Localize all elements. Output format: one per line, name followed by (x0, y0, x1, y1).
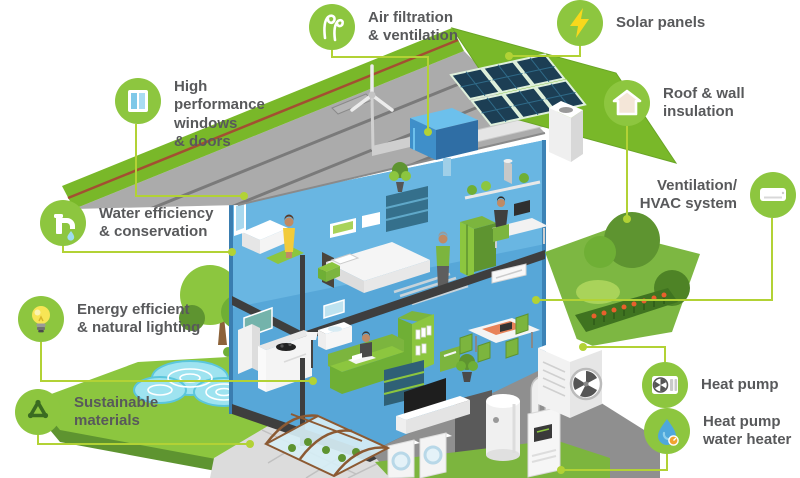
bathroom (242, 214, 304, 264)
staircase-upper (385, 186, 429, 232)
callout-label: Air filtration & ventilation (368, 8, 459, 44)
faucet-icon (40, 200, 86, 246)
garden-right (545, 212, 700, 348)
callout-label: Heat pump water heater (703, 412, 792, 448)
house (229, 140, 548, 462)
leader-windows-doors (135, 124, 242, 197)
callout-label: Roof & wall insulation (663, 84, 745, 120)
light-bulb-icon (18, 296, 64, 342)
person-bathroom (283, 214, 295, 258)
person-bedroom (436, 231, 450, 288)
callout-heat-pump: Heat pump (642, 362, 779, 408)
callout-air-filtration: Air filtration & ventilation (309, 4, 458, 50)
kitchen (238, 306, 312, 392)
water-heater-tank (486, 394, 520, 461)
house-outline-icon (604, 80, 650, 126)
callout-label: Solar panels (616, 13, 706, 31)
person-office (493, 196, 509, 242)
flower-row (591, 292, 667, 325)
television (396, 378, 470, 434)
leader-water-efficiency (62, 245, 230, 253)
recycle-icon (15, 389, 61, 435)
bedroom (318, 216, 496, 306)
sink-vanity (318, 298, 352, 350)
callout-label: Sustainable materials (74, 393, 159, 429)
ac-unit-icon (750, 172, 796, 218)
plant (456, 354, 478, 382)
living-room (306, 311, 460, 394)
callout-water-efficiency: Water efficiency & conservation (40, 200, 214, 246)
callout-roof-insulation: Roof & wall insulation (604, 80, 745, 126)
vent-pipe (504, 160, 512, 184)
air-swirl-icon (309, 4, 355, 50)
washer-dryer (387, 432, 452, 478)
leader-lines (37, 45, 773, 471)
chimney (549, 101, 583, 162)
dining-room (456, 263, 540, 382)
leader-dots (228, 52, 631, 474)
leader-water-heater (563, 454, 668, 471)
leader-hvac (538, 218, 773, 301)
callout-label: Ventilation/ HVAC system (639, 176, 737, 212)
callout-label: High performance windows & doors (174, 78, 265, 150)
home-office (464, 173, 548, 248)
leader-solar-panels (511, 45, 581, 57)
leader-air-filtration (331, 50, 429, 130)
person-sofa (352, 331, 372, 361)
tree (604, 212, 660, 268)
callout-label: Water efficiency & conservation (99, 204, 214, 240)
lightning-icon (557, 0, 603, 46)
greenhouse (263, 413, 391, 478)
callout-energy-efficient: Energy efficient & natural lighting (18, 296, 200, 342)
window-icon (115, 78, 161, 124)
callout-windows-doors: High performance windows & doors (115, 78, 265, 151)
wind-turbine (350, 64, 394, 151)
callout-label: Energy efficient & natural lighting (77, 300, 201, 336)
water-drop-icon (644, 408, 690, 454)
heat-pump-outdoor-unit (538, 336, 603, 418)
callout-hvac: Ventilation/ HVAC system (630, 172, 796, 218)
leader-sustainable (37, 434, 248, 445)
callout-sustainable-materials: Sustainable materials (15, 389, 158, 435)
attic-plant (389, 162, 411, 192)
leader-energy (40, 341, 311, 382)
callout-heat-pump-water-heater: Heat pump water heater (644, 408, 791, 454)
heat-pump-unit-icon (642, 362, 688, 408)
callout-solar-panels: Solar panels (557, 0, 705, 46)
callout-label: Heat pump (701, 375, 779, 393)
leader-heat-pump (585, 346, 666, 362)
